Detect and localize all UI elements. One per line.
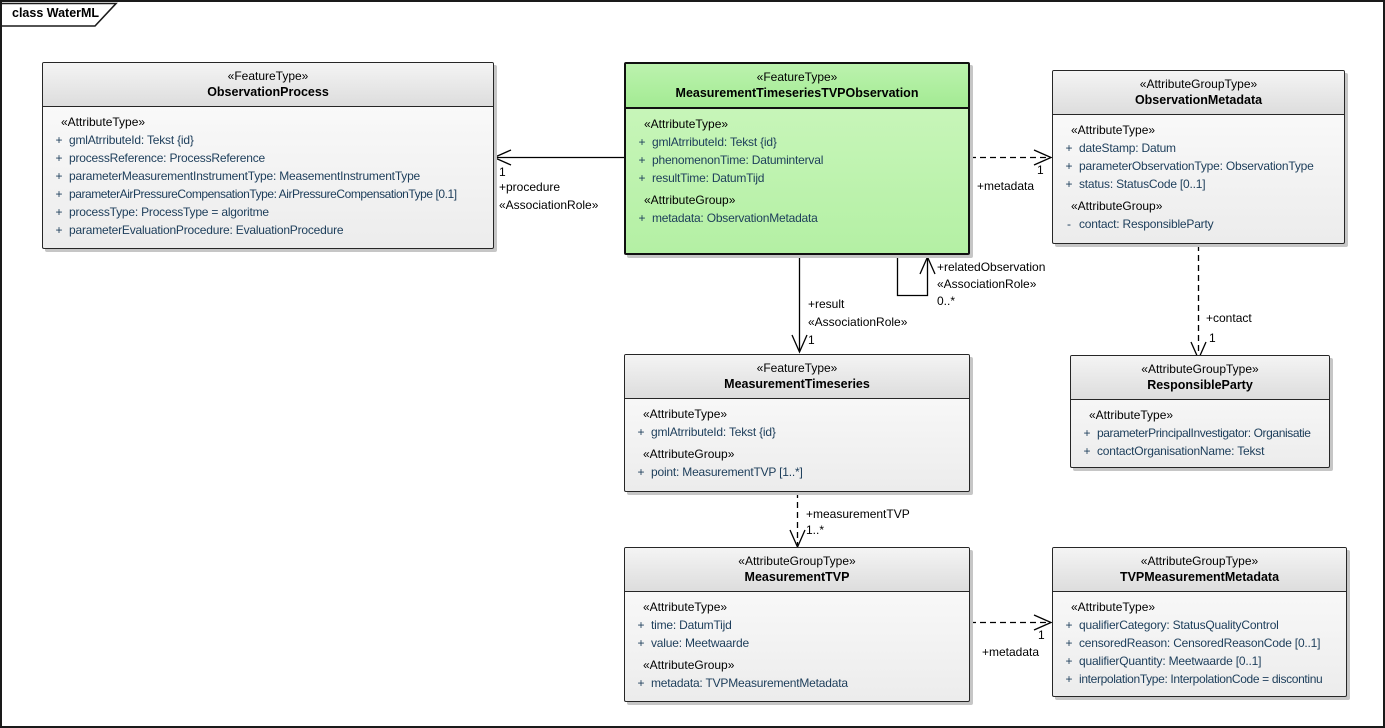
connector-related-observation[interactable]: [896, 255, 936, 297]
class-header: «AttributeGroupType» TVPMeasurementMetad…: [1053, 548, 1346, 592]
attribute-row[interactable]: +processReference: ProcessReference: [55, 151, 265, 165]
attribute-row[interactable]: +parameterPrincipalInvestigator: Organis…: [1083, 426, 1311, 440]
class-box-measurement-timeseries[interactable]: «FeatureType» MeasurementTimeseries «Att…: [624, 354, 970, 492]
metadata-bottom-role-label: +metadata: [982, 645, 1040, 659]
connector-contact[interactable]: [1190, 245, 1207, 361]
section-label: «AttributeType»: [643, 600, 728, 614]
class-box-tvp-measurement-metadata[interactable]: «AttributeGroupType» TVPMeasurementMetad…: [1052, 547, 1347, 697]
attribute-row[interactable]: +dateStamp: Datum: [1065, 141, 1176, 155]
section-label: «AttributeGroup»: [1071, 199, 1163, 213]
class-box-measurement-tvp[interactable]: «AttributeGroupType» MeasurementTVP «Att…: [624, 547, 970, 702]
diagram-frame-label: class WaterML: [12, 6, 100, 20]
attribute-row[interactable]: +point: MeasurementTVP [1..*]: [637, 465, 803, 479]
section-label: «AttributeType»: [1071, 123, 1156, 137]
procedure-role-label: +procedure: [499, 180, 561, 194]
class-header: «AttributeGroupType» MeasurementTVP: [625, 548, 969, 592]
attribute-row[interactable]: +phenomenonTime: Datuminterval: [638, 153, 824, 167]
attribute-row[interactable]: +parameterEvaluationProcedure: Evaluatio…: [55, 223, 344, 237]
connector-procedure[interactable]: [492, 149, 624, 166]
class-stereotype: «FeatureType»: [756, 361, 838, 375]
class-name: ResponsibleParty: [1147, 378, 1253, 392]
class-stereotype: «AttributeGroupType»: [1140, 554, 1259, 568]
measurement-tvp-role-label: +measurementTVP: [806, 507, 910, 521]
metadata-bottom-multiplicity: 1: [1038, 628, 1045, 642]
section-label: «AttributeType»: [643, 407, 728, 421]
class-body: «AttributeType» +parameterPrincipalInves…: [1071, 400, 1329, 464]
class-body: «AttributeType» +time: DatumTijd +value:…: [625, 592, 969, 696]
class-box-measurement-timeseries-tvp-observation[interactable]: «FeatureType» MeasurementTimeseriesTVPOb…: [624, 62, 970, 255]
attribute-row[interactable]: +status: StatusCode [0..1]: [1065, 177, 1206, 191]
attribute-row[interactable]: +interpolationType: InterpolationCode = …: [1065, 672, 1323, 686]
section-label: «AttributeGroup»: [643, 447, 735, 461]
attribute-row[interactable]: -contact: ResponsibleParty: [1067, 217, 1214, 231]
attribute-row[interactable]: +parameterAirPressureCompensationType: A…: [55, 187, 457, 201]
class-box-observation-metadata[interactable]: «AttributeGroupType» ObservationMetadata…: [1052, 70, 1345, 244]
result-role-label: +result: [808, 297, 845, 311]
measurement-tvp-multiplicity: 1..*: [806, 523, 825, 537]
attribute-row[interactable]: +gmlAtrributeId: Tekst {id}: [55, 133, 194, 147]
attribute-row[interactable]: +contactOrganisationName: Tekst: [1083, 444, 1265, 458]
class-name: MeasurementTVP: [744, 570, 850, 584]
class-name: ObservationMetadata: [1134, 93, 1263, 107]
metadata-top-role-label: +metadata: [977, 179, 1035, 193]
result-stereotype-label: «AssociationRole»: [808, 315, 908, 329]
attribute-row[interactable]: +gmlAtrributeId: Tekst {id}: [638, 135, 777, 149]
class-body: «AttributeType» +gmlAtrributeId: Tekst {…: [625, 399, 969, 485]
attribute-row[interactable]: +censoredReason: CensoredReasonCode [0..…: [1065, 636, 1321, 650]
attribute-row[interactable]: +value: Meetwaarde: [637, 636, 749, 650]
class-header: «FeatureType» MeasurementTimeseriesTVPOb…: [626, 64, 968, 109]
class-body: «AttributeType» +dateStamp: Datum +param…: [1053, 115, 1344, 237]
class-stereotype: «AttributeGroupType»: [1141, 362, 1259, 376]
class-body: «AttributeType» +gmlAtrributeId: Tekst {…: [626, 109, 968, 231]
related-observation-stereotype-label: «AssociationRole»: [937, 277, 1037, 291]
class-body: «AttributeType» +qualifierCategory: Stat…: [1053, 592, 1346, 692]
attribute-row[interactable]: +resultTime: DatumTijd: [638, 171, 765, 185]
attribute-row[interactable]: +metadata: ObservationMetadata: [638, 211, 818, 225]
class-stereotype: «AttributeGroupType»: [738, 554, 856, 568]
attribute-row[interactable]: +gmlAtrributeId: Tekst {id}: [637, 425, 776, 439]
class-header: «FeatureType» ObservationProcess: [43, 63, 493, 107]
class-name: MeasurementTimeseriesTVPObservation: [675, 86, 919, 100]
class-stereotype: «FeatureType»: [756, 70, 838, 84]
procedure-multiplicity: 1: [499, 165, 506, 179]
class-body: «AttributeType» +gmlAtrributeId: Tekst {…: [43, 107, 493, 243]
attribute-row[interactable]: +parameterMeasurementInstrumentType: Mea…: [55, 169, 421, 183]
class-name: ObservationProcess: [207, 85, 329, 99]
class-header: «AttributeGroupType» ResponsibleParty: [1071, 356, 1329, 400]
related-observation-role-label: +relatedObservation: [937, 260, 1046, 274]
attribute-row[interactable]: +time: DatumTijd: [637, 618, 732, 632]
class-stereotype: «AttributeGroupType»: [1139, 77, 1258, 91]
class-header: «FeatureType» MeasurementTimeseries: [625, 355, 969, 399]
class-name: TVPMeasurementMetadata: [1119, 570, 1280, 584]
attribute-row[interactable]: +processType: ProcessType = algoritme: [55, 205, 269, 219]
class-header: «AttributeGroupType» ObservationMetadata: [1053, 71, 1344, 115]
result-multiplicity: 1: [808, 333, 815, 347]
section-label: «AttributeType»: [61, 115, 146, 129]
contact-multiplicity: 1: [1209, 331, 1216, 345]
class-box-observation-process[interactable]: «FeatureType» ObservationProcess «Attrib…: [42, 62, 494, 249]
attribute-row[interactable]: +parameterObservationType: ObservationTy…: [1065, 159, 1314, 173]
section-label: «AttributeType»: [1071, 600, 1156, 614]
attribute-row[interactable]: +qualifierQuantity: Meetwaarde [0..1]: [1065, 654, 1262, 668]
related-observation-multiplicity: 0..*: [937, 294, 956, 308]
metadata-top-multiplicity: 1: [1037, 163, 1044, 177]
attribute-row[interactable]: +qualifierCategory: StatusQualityControl: [1065, 618, 1279, 632]
section-label: «AttributeGroup»: [644, 193, 736, 207]
connector-measurement-tvp[interactable]: [789, 492, 806, 549]
class-stereotype: «FeatureType»: [227, 69, 309, 83]
contact-role-label: +contact: [1206, 311, 1252, 325]
class-box-responsible-party[interactable]: «AttributeGroupType» ResponsibleParty «A…: [1070, 355, 1330, 468]
section-label: «AttributeGroup»: [643, 658, 735, 672]
attribute-row[interactable]: +metadata: TVPMeasurementMetadata: [637, 676, 848, 690]
connector-result[interactable]: [791, 255, 808, 354]
section-label: «AttributeType»: [1089, 408, 1174, 422]
procedure-stereotype-label: «AssociationRole»: [499, 198, 599, 212]
section-label: «AttributeType»: [644, 117, 729, 131]
class-name: MeasurementTimeseries: [724, 377, 870, 391]
